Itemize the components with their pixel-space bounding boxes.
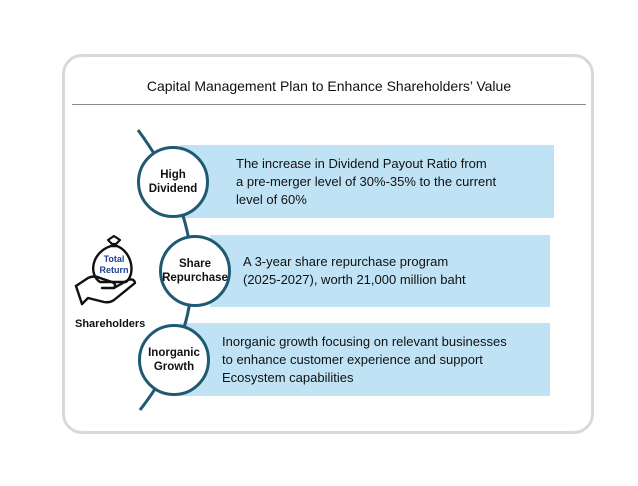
panel-text-line: A 3-year share repurchase program (243, 254, 449, 269)
node-label: Growth (153, 361, 195, 373)
node-high-dividend: High Dividend (137, 146, 209, 218)
panel-text-line: The increase in Dividend Payout Ratio fr… (236, 156, 487, 171)
total-return-label: Total Return (92, 254, 136, 276)
panel-text-line: (2025-2027), worth 21,000 million baht (243, 272, 466, 287)
title-divider (72, 104, 586, 105)
page-title: Capital Management Plan to Enhance Share… (146, 78, 512, 94)
node-label: Share (179, 258, 211, 270)
node-share-repurchase: Share Repurchase (159, 235, 231, 307)
panel-text-line: to enhance customer experience and suppo… (222, 352, 483, 367)
panel-text-line: a pre-merger level of 30%-35% to the cur… (236, 174, 497, 189)
node-label: High (160, 169, 186, 181)
panel-high-dividend: The increase in Dividend Payout Ratio fr… (180, 145, 554, 218)
shareholders-label: Shareholders (75, 318, 146, 330)
hand-money-bag-icon (74, 234, 137, 306)
node-label: Repurchase (162, 272, 228, 284)
panel-share-repurchase: A 3-year share repurchase program (2025-… (210, 235, 550, 307)
panel-text-line: Inorganic growth focusing on relevant bu… (222, 334, 507, 349)
panel-text-line: Ecosystem capabilities (222, 370, 354, 385)
panel-inorganic-growth: Inorganic growth focusing on relevant bu… (180, 323, 550, 396)
bag-label-line: Total (103, 254, 125, 264)
node-label: Dividend (148, 183, 198, 195)
bag-label-line: Return (99, 265, 129, 275)
panel-text-line: level of 60% (236, 192, 307, 207)
node-inorganic-growth: Inorganic Growth (138, 324, 210, 396)
node-label: Inorganic (148, 347, 200, 359)
